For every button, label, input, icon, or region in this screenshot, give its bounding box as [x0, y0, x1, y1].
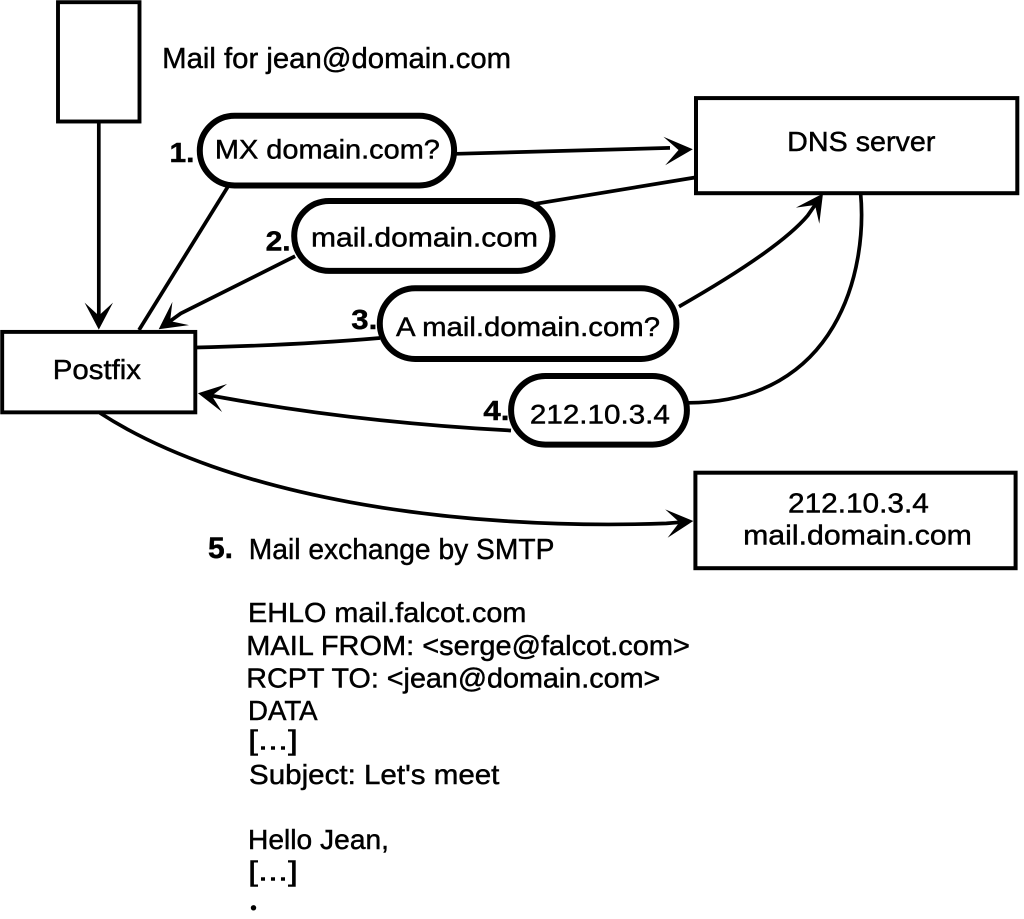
svg-text:DATA: DATA	[248, 695, 318, 726]
svg-text:212.10.3.4: 212.10.3.4	[530, 399, 670, 429]
svg-text:212.10.3.4: 212.10.3.4	[788, 488, 929, 519]
svg-text:mail.domain.com: mail.domain.com	[743, 520, 972, 551]
svg-text:Subject: Let's meet: Subject: Let's meet	[249, 759, 500, 790]
svg-text:[...]: [...]	[248, 725, 298, 756]
svg-text:EHLO mail.falcot.com: EHLO mail.falcot.com	[248, 597, 526, 628]
svg-text:5.: 5.	[208, 532, 233, 565]
svg-text:[...]: [...]	[248, 855, 298, 886]
svg-text:1.: 1.	[170, 137, 195, 168]
svg-text:DNS server: DNS server	[787, 126, 935, 157]
svg-text:3.: 3.	[351, 304, 377, 335]
svg-text:MX domain.com?: MX domain.com?	[215, 135, 440, 165]
svg-text:RCPT TO: <jean@domain.com>: RCPT TO: <jean@domain.com>	[246, 662, 660, 693]
svg-text:Hello Jean,: Hello Jean,	[248, 824, 389, 855]
svg-text:mail.domain.com: mail.domain.com	[311, 222, 538, 252]
svg-text:Mail for jean@domain.com: Mail for jean@domain.com	[162, 43, 511, 75]
svg-text:2.: 2.	[266, 225, 291, 256]
svg-text:4.: 4.	[483, 395, 509, 426]
svg-text:Postfix: Postfix	[53, 354, 141, 385]
svg-text:A mail.domain.com?: A mail.domain.com?	[396, 312, 660, 342]
svg-text:MAIL FROM: <serge@falcot.com>: MAIL FROM: <serge@falcot.com>	[246, 630, 690, 661]
svg-text:Mail exchange by SMTP: Mail exchange by SMTP	[249, 534, 555, 566]
